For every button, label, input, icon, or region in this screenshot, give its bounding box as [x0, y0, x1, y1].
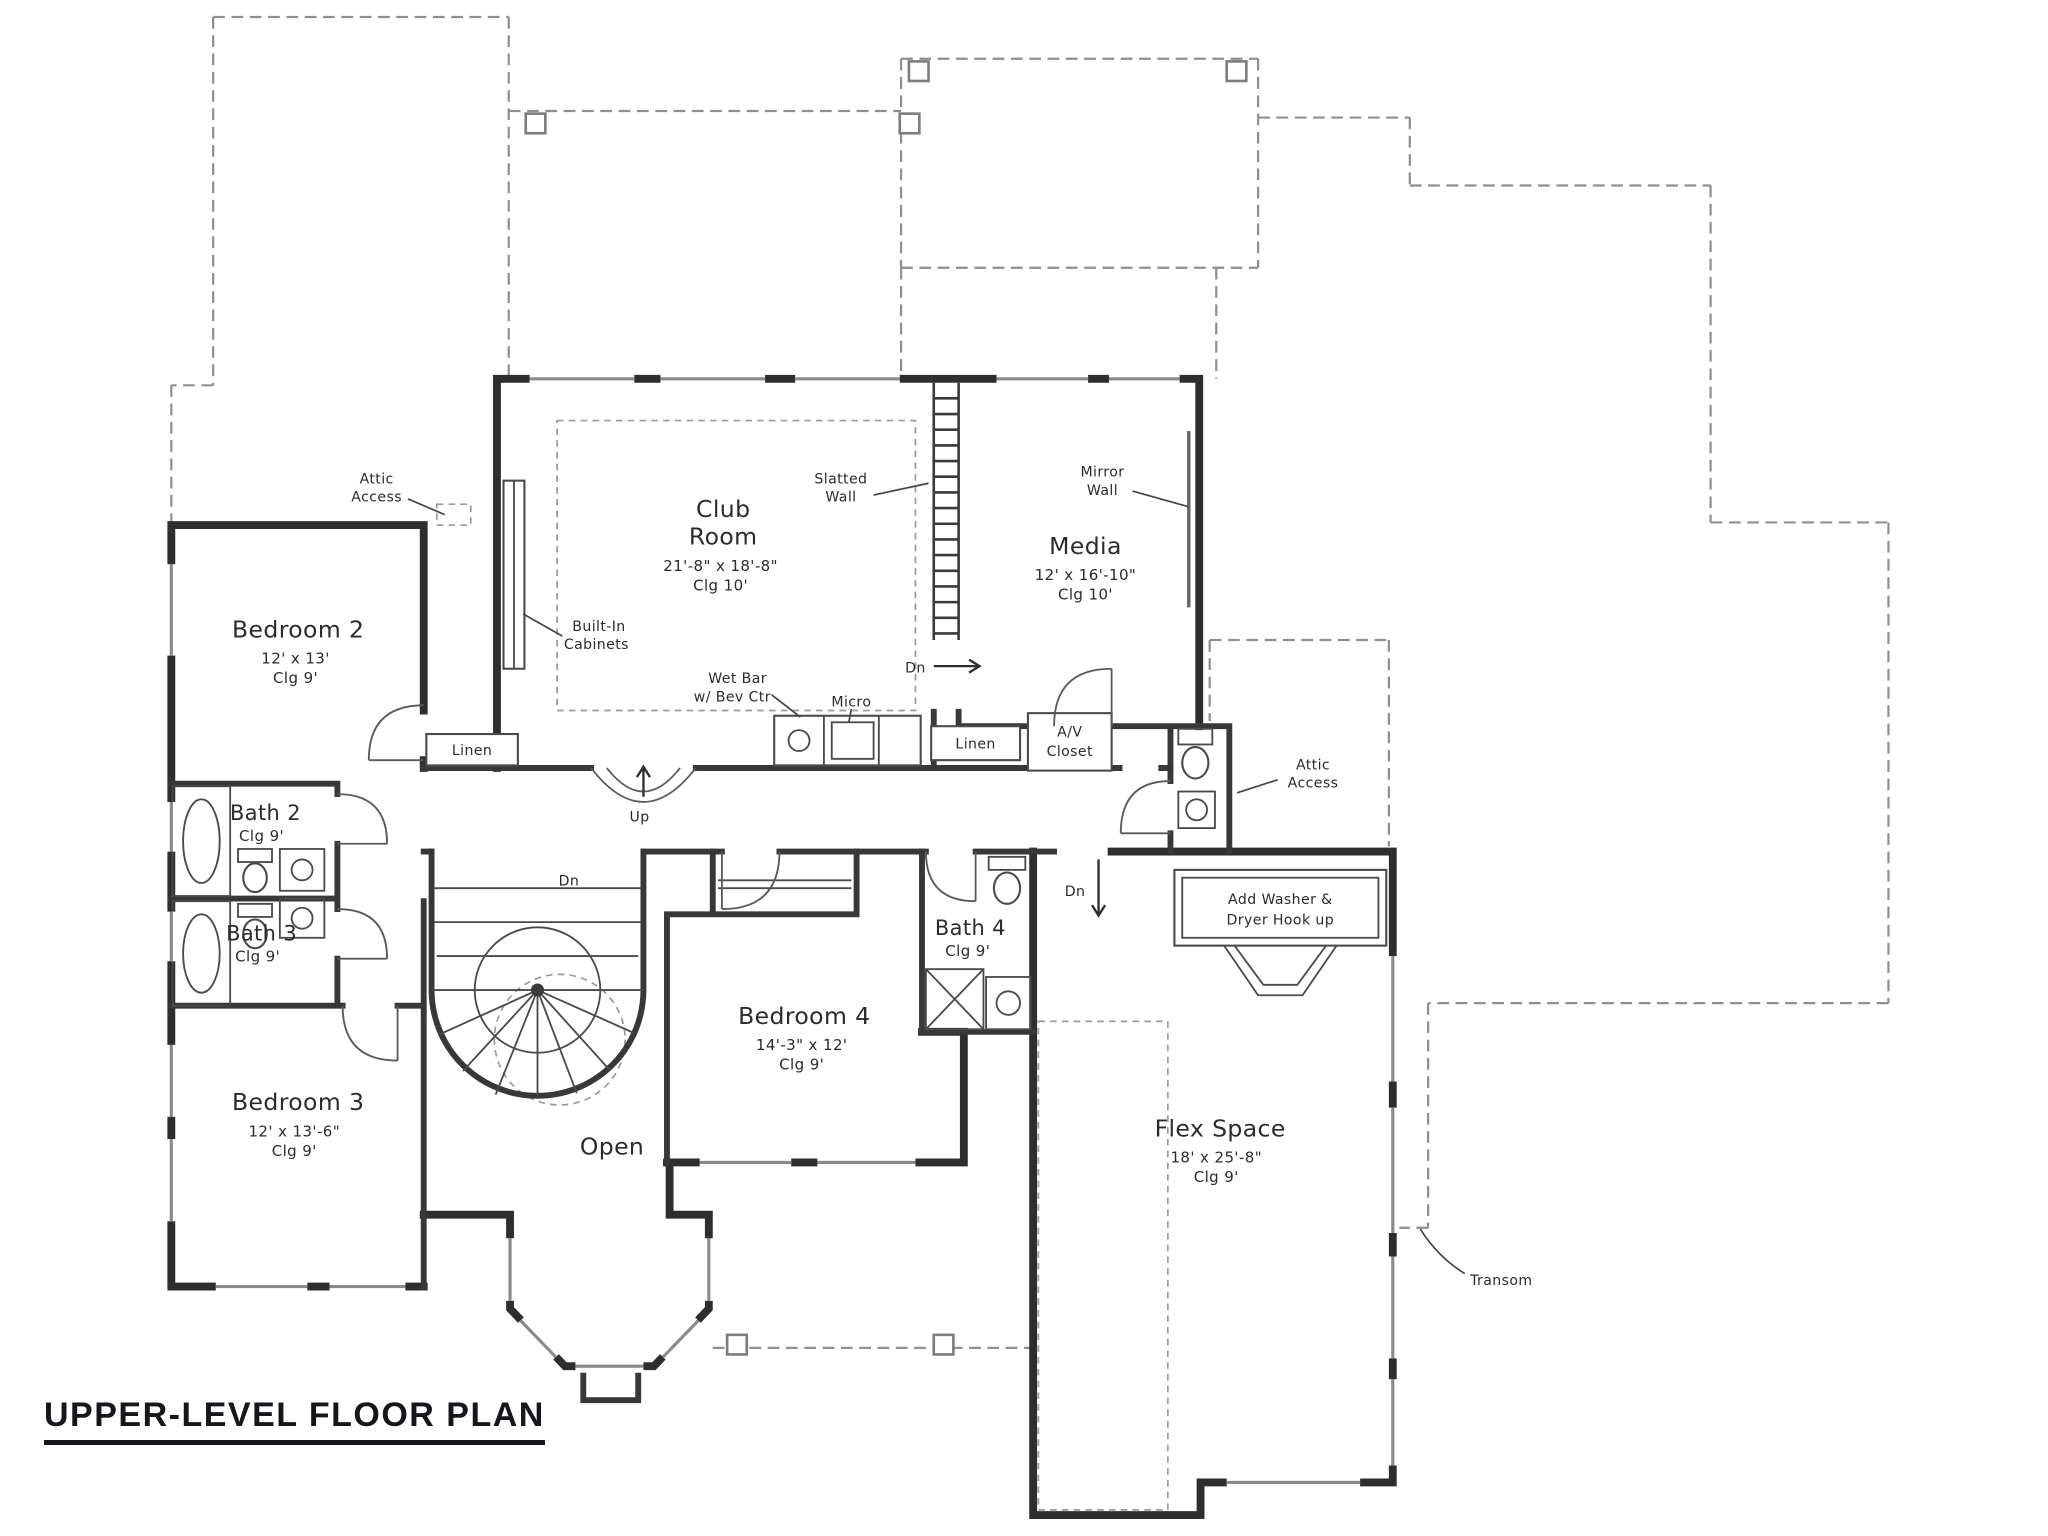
stair-rail-curl: [473, 926, 602, 1054]
media-label: Media: [1049, 532, 1122, 560]
stair-dn-label: Dn: [559, 874, 580, 890]
mirror-wall-label-1: Mirror: [1080, 465, 1124, 481]
media-clg: Clg 10': [1058, 586, 1113, 604]
windows: [164, 372, 1400, 1489]
av-closet-box: [1026, 712, 1113, 772]
bedroom4-dims: 14'-3" x 12': [756, 1036, 848, 1054]
media-dn-label: Dn: [905, 661, 926, 677]
bath3-label: Bath 3: [226, 921, 297, 945]
club-room-clg: Clg 10': [693, 576, 748, 594]
stair-open-below-circle: [493, 973, 626, 1106]
bath3-toilet: [237, 902, 273, 918]
attic-access-left-1: Attic: [360, 471, 394, 487]
bedroom3-dims: 12' x 13'-6": [248, 1122, 340, 1140]
attic-access-right-2: Access: [1288, 776, 1339, 792]
wet-bar-label-1: Wet Bar: [708, 671, 767, 687]
washer-dryer-box-outer: [1173, 868, 1388, 947]
door-swings: [337, 667, 1171, 1062]
flex-space-label: Flex Space: [1155, 1114, 1286, 1142]
slatted-wall-label-2: Wall: [825, 490, 856, 506]
micro-label: Micro: [831, 695, 871, 711]
bath4-shower: [925, 968, 985, 1031]
attic-access-left-2: Access: [351, 490, 402, 506]
wet-bar-counter: [773, 714, 922, 767]
wet-bar-sink: [787, 729, 811, 752]
bedroom2-dims: 12' x 13': [261, 650, 329, 668]
attic-access-right-1: Attic: [1296, 757, 1330, 773]
av-closet-label-2: Closet: [1047, 744, 1093, 760]
interior-walls: [168, 382, 1233, 1290]
av-closet-label-1: A/V: [1057, 725, 1082, 741]
dashed-roof-outline: [170, 15, 1890, 1511]
flex-dn-arrow: [1091, 859, 1107, 918]
bath4-fixtures: [925, 855, 1032, 1031]
bedroom3-clg: Clg 9': [272, 1142, 317, 1160]
leader-lines: [407, 482, 1466, 1275]
media-dn-arrow: [933, 658, 982, 674]
microwave-box: [830, 721, 875, 760]
bath3-tub: [171, 900, 232, 1007]
linen-left-label: Linen: [452, 743, 492, 759]
bath2-toilet: [237, 848, 273, 863]
linen-right-label: Linen: [955, 736, 995, 752]
washer-dryer-label-2: Dryer Hook up: [1227, 913, 1335, 929]
mirror-wall-label-2: Wall: [1087, 483, 1118, 499]
exterior-walls: [167, 374, 1397, 1520]
flex-space-clg: Clg 9': [1194, 1168, 1239, 1186]
bath3-fixtures: [171, 897, 326, 1007]
bath2-fixtures: [171, 785, 326, 897]
bath4-clg: Clg 9': [945, 942, 990, 960]
washer-dryer-box-inner: [1181, 876, 1380, 939]
slatted-wall-label-1: Slatted: [814, 471, 867, 487]
bath3-clg: Clg 9': [235, 947, 280, 965]
bedroom3-label: Bedroom 3: [232, 1088, 364, 1116]
bedroom4-closet-rod: [717, 879, 852, 890]
linen-closet-right: [930, 725, 1022, 762]
bath4-vanity: [985, 976, 1032, 1031]
bath2-label: Bath 2: [230, 801, 301, 825]
up-arrow: [635, 764, 651, 797]
nook-sink: [1177, 790, 1216, 829]
attic-hatch-left: [435, 503, 472, 526]
club-room-label-1: Club: [696, 495, 750, 523]
club-room-dims: 21'-8" x 18'-8": [663, 557, 778, 575]
linen-closet-left: [425, 732, 519, 767]
club-room-tray-ceiling: [556, 419, 917, 712]
spiral-staircase: [428, 767, 697, 1099]
bath3-vanity: [278, 897, 326, 939]
open-label: Open: [580, 1133, 644, 1161]
wet-bar-label-2: w/ Bev Ctr: [694, 689, 771, 705]
media-dims: 12' x 16'-10": [1035, 566, 1137, 584]
bath2-tub: [171, 785, 232, 897]
flex-dn-label: Dn: [1065, 884, 1086, 900]
laundry-bay: [1223, 945, 1338, 997]
bath4-label: Bath 4: [935, 916, 1006, 940]
built-in-cabinets-label-2: Cabinets: [564, 637, 629, 653]
bedroom4-label: Bedroom 4: [738, 1002, 870, 1030]
bedroom2-clg: Clg 9': [273, 669, 318, 687]
stair-arrows: [635, 658, 1107, 918]
club-room-label-2: Room: [689, 523, 758, 551]
nook-toilet: [1177, 727, 1214, 746]
flex-space-dims: 18' x 25'-8": [1170, 1148, 1262, 1166]
bedroom4-clg: Clg 9': [779, 1056, 824, 1074]
bath4-toilet: [987, 855, 1027, 871]
bath2-vanity: [278, 848, 326, 892]
stair-center-post: [530, 983, 545, 997]
washer-dryer-label-1: Add Washer &: [1228, 892, 1333, 908]
labels: Club Room 21'-8" x 18'-8" Clg 10' Media …: [226, 465, 1532, 1289]
bedroom2-label: Bedroom 2: [232, 615, 364, 643]
slatted-wall: [932, 382, 960, 640]
page-title: UPPER-LEVEL FLOOR PLAN: [44, 1396, 545, 1445]
flex-space-unfinished-outline: [1037, 1020, 1169, 1511]
anchor-posts: [524, 60, 1248, 1356]
hall-nook-fixtures: [1177, 727, 1216, 829]
closets-builtins: [425, 479, 1388, 997]
bath2-clg: Clg 9': [239, 827, 284, 845]
up-label: Up: [629, 810, 649, 826]
built-in-cabinets-label-1: Built-In: [572, 619, 625, 635]
transom-label: Transom: [1469, 1273, 1532, 1289]
